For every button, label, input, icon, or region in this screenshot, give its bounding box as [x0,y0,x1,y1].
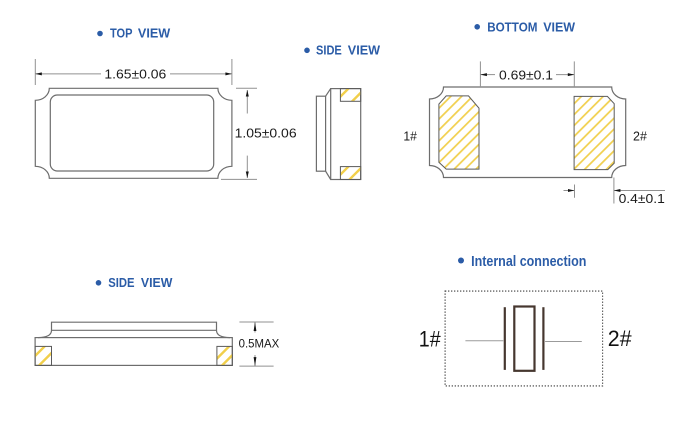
svg-text:BOTTOM: BOTTOM [487,20,537,35]
svg-text:VIEW: VIEW [543,20,576,35]
svg-text:2#: 2# [633,129,648,144]
svg-text:1#: 1# [419,326,442,351]
svg-text:VIEW: VIEW [141,276,173,290]
svg-text:VIEW: VIEW [138,26,171,41]
svg-text:2#: 2# [608,326,633,351]
svg-text:Internal connection: Internal connection [471,253,586,270]
svg-text:SIDE: SIDE [108,276,134,290]
svg-text:0.5MAX: 0.5MAX [239,336,280,350]
svg-text:1.65±0.06: 1.65±0.06 [104,66,166,81]
svg-text:0.69±0.1: 0.69±0.1 [499,68,553,83]
svg-text:0.4±0.1: 0.4±0.1 [619,191,665,206]
svg-text:TOP: TOP [110,26,133,41]
svg-text:SIDE: SIDE [316,44,342,58]
svg-text:VIEW: VIEW [348,44,380,58]
svg-text:1#: 1# [403,129,417,144]
svg-text:1.05±0.06: 1.05±0.06 [235,126,297,141]
